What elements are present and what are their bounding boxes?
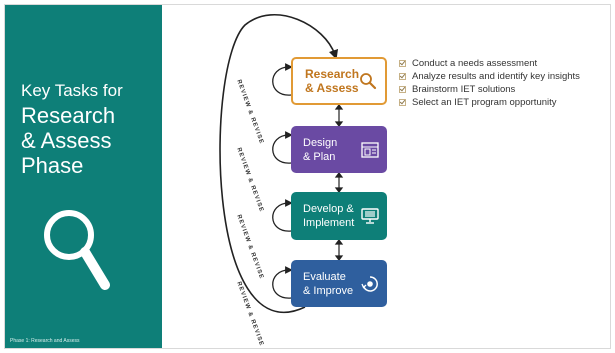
- task-label: Analyze results and identify key insight…: [412, 71, 580, 82]
- task-label: Select an IET program opportunity: [412, 97, 557, 108]
- task-item: Brainstorm IET solutions: [399, 83, 580, 96]
- task-label: Brainstorm IET solutions: [412, 84, 516, 95]
- step-evaluate-improve: Evaluate & Improve: [291, 260, 387, 307]
- checkbox-icon: [399, 73, 406, 80]
- step-connectors: [334, 104, 344, 261]
- task-list: Conduct a needs assessment Analyze resul…: [399, 57, 580, 109]
- sidebar-title-line2: Research & Assess Phase: [21, 103, 116, 178]
- blueprint-icon: [361, 141, 379, 158]
- sidebar-panel: Key Tasks for Research & Assess Phase Ph…: [5, 5, 162, 348]
- slide: Key Tasks for Research & Assess Phase Ph…: [4, 4, 611, 349]
- task-item: Analyze results and identify key insight…: [399, 70, 580, 83]
- magnifying-glass-icon: [360, 73, 377, 90]
- review-loops: [272, 63, 293, 299]
- task-label: Conduct a needs assessment: [412, 58, 538, 69]
- sidebar-footer: Phase 1: Research and Assess: [10, 338, 80, 344]
- cycle-gear-icon: [361, 275, 378, 292]
- step-research-assess: Research & Assess: [291, 57, 387, 105]
- process-diagram: [219, 14, 344, 313]
- sidebar-title-line1: Key Tasks for: [21, 81, 123, 100]
- task-item: Conduct a needs assessment: [399, 57, 580, 70]
- outer-loop-arrow: [219, 14, 339, 313]
- step-label: Research & Assess: [305, 67, 360, 95]
- checkbox-icon: [399, 60, 406, 67]
- task-item: Select an IET program opportunity: [399, 96, 580, 109]
- monitor-icon: [361, 208, 379, 224]
- step-label: Develop & Implement: [303, 203, 355, 229]
- step-develop-implement: Develop & Implement: [291, 192, 387, 240]
- step-design-plan: Design & Plan: [291, 126, 387, 173]
- step-label: Design & Plan: [303, 136, 338, 163]
- checkbox-icon: [399, 86, 406, 93]
- step-label: Evaluate & Improve: [303, 270, 354, 297]
- checkbox-icon: [399, 99, 406, 106]
- magnifying-glass-icon: [44, 210, 110, 290]
